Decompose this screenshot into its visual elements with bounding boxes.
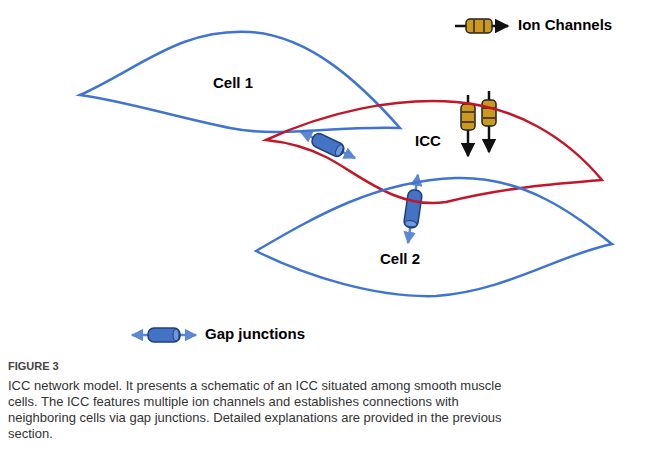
cell-outline <box>256 176 612 300</box>
figure-caption: ICC network model. It presents a schemat… <box>8 378 508 442</box>
legend-label: Gap junctions <box>205 325 305 342</box>
cell-membrane <box>266 101 602 203</box>
cell-membrane <box>256 178 612 296</box>
legend-label: Ion Channels <box>518 16 612 33</box>
cell-label: Cell 1 <box>213 74 253 91</box>
gap-junction-legend-symbol <box>132 328 196 342</box>
cell-label: Cell 2 <box>380 250 420 267</box>
smooth-muscle-cell: Cell 2 <box>256 176 612 300</box>
ion-channel-legend-symbol <box>455 19 508 33</box>
gap-junction <box>301 132 355 159</box>
gap-junction-connector <box>301 132 355 158</box>
cell-label: ICC <box>415 132 441 149</box>
gap-junction-channel <box>403 189 422 228</box>
gap-junction-channel <box>310 132 346 159</box>
icc-cell: ICC <box>266 92 602 212</box>
cell-outline <box>266 92 602 212</box>
smooth-muscle-cell: Cell 1 <box>80 28 400 133</box>
figure-number: FIGURE 3 <box>8 360 59 372</box>
cell-membrane <box>80 32 400 132</box>
ion-channel-symbol <box>482 91 496 152</box>
